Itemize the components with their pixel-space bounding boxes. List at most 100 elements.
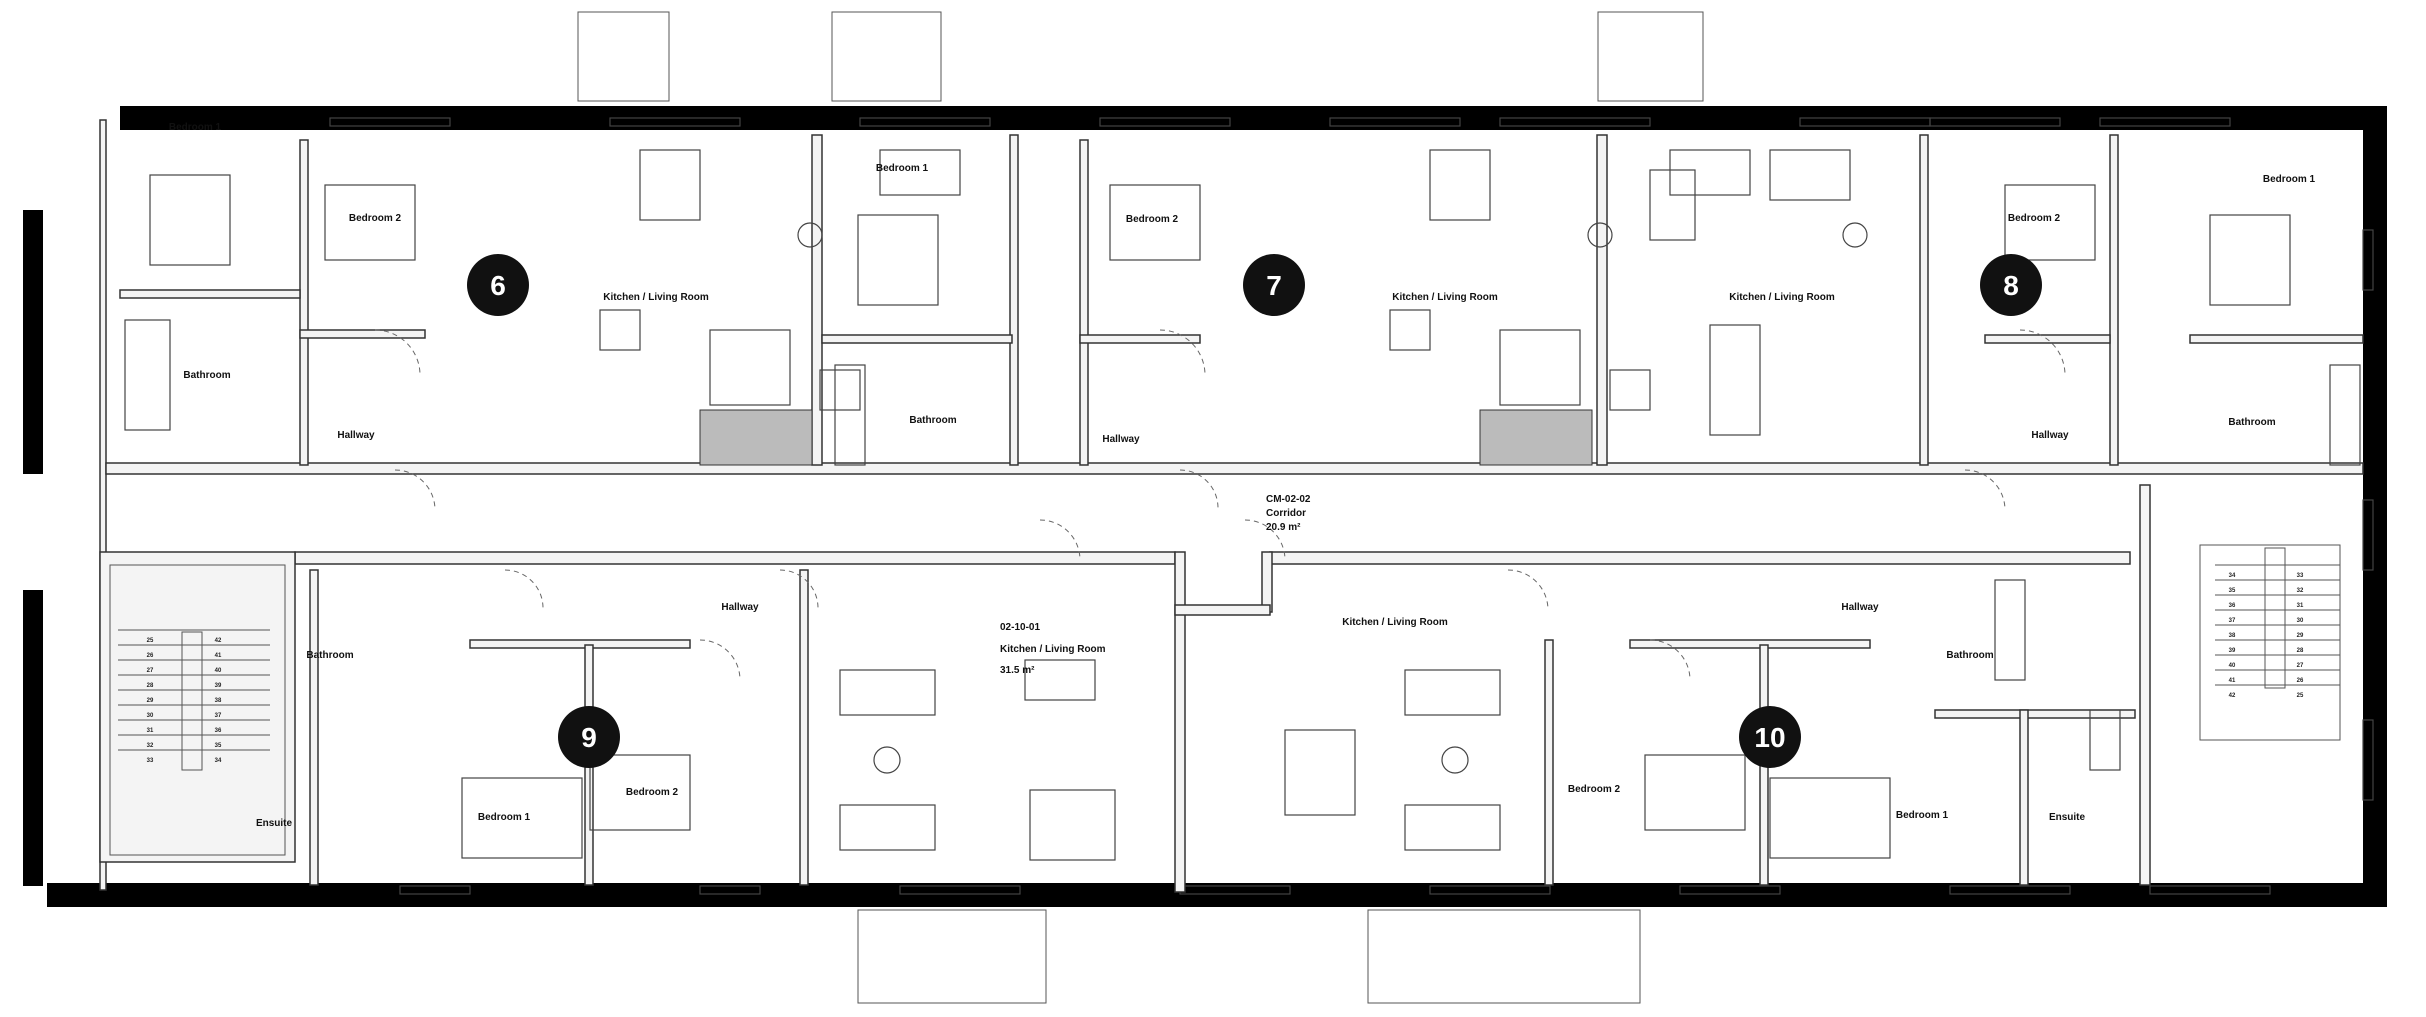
- stair-step-number: 40: [2229, 663, 2236, 669]
- room-tag-code: 02-10-01: [1000, 622, 1040, 633]
- stair-step-number: 35: [215, 743, 222, 749]
- room-label-u7-bedroom1: Bedroom 1: [876, 163, 929, 174]
- door-swing: [1039, 519, 1081, 561]
- exterior-wall-right: [2363, 106, 2387, 907]
- stair-step-number: 25: [147, 638, 154, 644]
- bed: [857, 214, 939, 306]
- lobby-wall-east: [1261, 551, 1273, 613]
- stair-step-number: 26: [2297, 678, 2304, 684]
- bed: [1769, 777, 1891, 859]
- window-top: [2099, 117, 2231, 127]
- window-right: [2362, 719, 2374, 801]
- stair-core-right: [2199, 544, 2341, 741]
- door-swing: [1649, 639, 1691, 681]
- unit-number-u7: 7: [1266, 270, 1282, 301]
- door-swing: [1964, 469, 2006, 511]
- room-label-u10-bathroom: Bathroom: [1946, 650, 1993, 661]
- corridor-name: Corridor: [1266, 508, 1306, 519]
- room-label-u9-ensuite: Ensuite: [256, 818, 293, 829]
- room-label-u9-bedroom2: Bedroom 2: [626, 787, 679, 798]
- bed: [2004, 184, 2096, 261]
- coffee-table: [873, 746, 901, 774]
- bed: [1429, 149, 1491, 221]
- window-bottom: [2149, 885, 2271, 895]
- sofa: [839, 804, 936, 851]
- room-label-u6-bedroom1: Bedroom 1: [169, 122, 222, 133]
- exterior-pier-left-upper: [23, 210, 43, 474]
- window-top: [859, 117, 991, 127]
- room-label-u10-hallway: Hallway: [1841, 602, 1879, 613]
- room-label-u6-kitchen: Kitchen / Living Room: [603, 292, 709, 303]
- stair-step-number: 36: [215, 728, 222, 734]
- room-label-u6-hallway: Hallway: [337, 430, 375, 441]
- stair-step-number: 26: [147, 653, 154, 659]
- coffee-table: [1842, 222, 1868, 248]
- coffee-table: [797, 222, 823, 248]
- bed: [639, 149, 701, 221]
- door-swing: [699, 639, 741, 681]
- window-bottom: [1949, 885, 2071, 895]
- stair-step-number: 37: [2229, 618, 2236, 624]
- sofa: [1404, 804, 1501, 851]
- dining-table: [1284, 729, 1356, 816]
- hob: [1609, 369, 1651, 411]
- stair-step-number: 34: [2229, 573, 2236, 579]
- stair-step-number: 34: [215, 758, 222, 764]
- party-wall-unit6-unit7: [811, 134, 823, 466]
- room-label-u7-bathroom: Bathroom: [909, 415, 956, 426]
- exterior-wall-left: [99, 119, 107, 891]
- furniture-layer: [124, 149, 2361, 861]
- stair-step-number: 32: [147, 743, 154, 749]
- partition-wall: [119, 289, 301, 299]
- stair-step-number: 38: [215, 698, 222, 704]
- exterior-pier-left-lower: [23, 590, 43, 886]
- stair-step-number: 30: [2297, 618, 2304, 624]
- bathtub: [2329, 364, 2361, 466]
- partition-wall: [2019, 709, 2029, 886]
- stair-step-number: 31: [147, 728, 154, 734]
- party-wall-unit9-unit10: [1174, 551, 1186, 893]
- room-label-u7-hallway: Hallway: [1102, 434, 1140, 445]
- door-swing: [1507, 569, 1549, 611]
- stair-handrail: [2264, 547, 2286, 689]
- window-bottom: [1429, 885, 1551, 895]
- partition-wall: [1009, 134, 1019, 466]
- unit-number-u6: 6: [490, 270, 506, 301]
- party-wall-unit7-unit8: [1596, 134, 1608, 466]
- stair-core-right-wall: [2139, 484, 2151, 886]
- exterior-wall-bottom: [47, 883, 2387, 907]
- partition-wall: [1079, 334, 1201, 344]
- door-swing: [779, 569, 819, 609]
- partition-wall: [299, 329, 426, 339]
- partition-wall: [469, 639, 691, 649]
- stair-step-number: 37: [215, 713, 222, 719]
- toilet: [599, 309, 641, 351]
- window-top: [1099, 117, 1231, 127]
- window-right: [2362, 229, 2374, 291]
- stair-step-number: 27: [147, 668, 154, 674]
- unit-marker-u7: [1243, 254, 1305, 316]
- room-label-u8-kitchen: Kitchen / Living Room: [1729, 292, 1835, 303]
- room-label-u10-kitchen: Kitchen / Living Room: [1342, 617, 1448, 628]
- hob: [819, 369, 861, 411]
- partition-wall: [799, 569, 809, 886]
- unit-number-u8: 8: [2003, 270, 2019, 301]
- coffee-table: [1441, 746, 1469, 774]
- window-top: [1499, 117, 1651, 127]
- coffee-table: [1587, 222, 1613, 248]
- stair-core-left: [109, 564, 286, 856]
- stair-step-number: 33: [147, 758, 154, 764]
- room-label-u9-hallway: Hallway: [721, 602, 759, 613]
- window-top: [329, 117, 451, 127]
- room-label-u7-kitchen: Kitchen / Living Room: [1392, 292, 1498, 303]
- sofa: [1769, 149, 1851, 201]
- partition-wall: [2109, 134, 2119, 466]
- door-swing: [1244, 519, 1286, 561]
- stair-handrail: [181, 631, 203, 771]
- room-label-u10-bedroom2: Bedroom 2: [1568, 784, 1621, 795]
- balcony-bottom: [1367, 909, 1641, 1004]
- stair-step-number: 39: [2229, 648, 2236, 654]
- shower: [2089, 709, 2121, 771]
- room-label-u8-bathroom: Bathroom: [2228, 417, 2275, 428]
